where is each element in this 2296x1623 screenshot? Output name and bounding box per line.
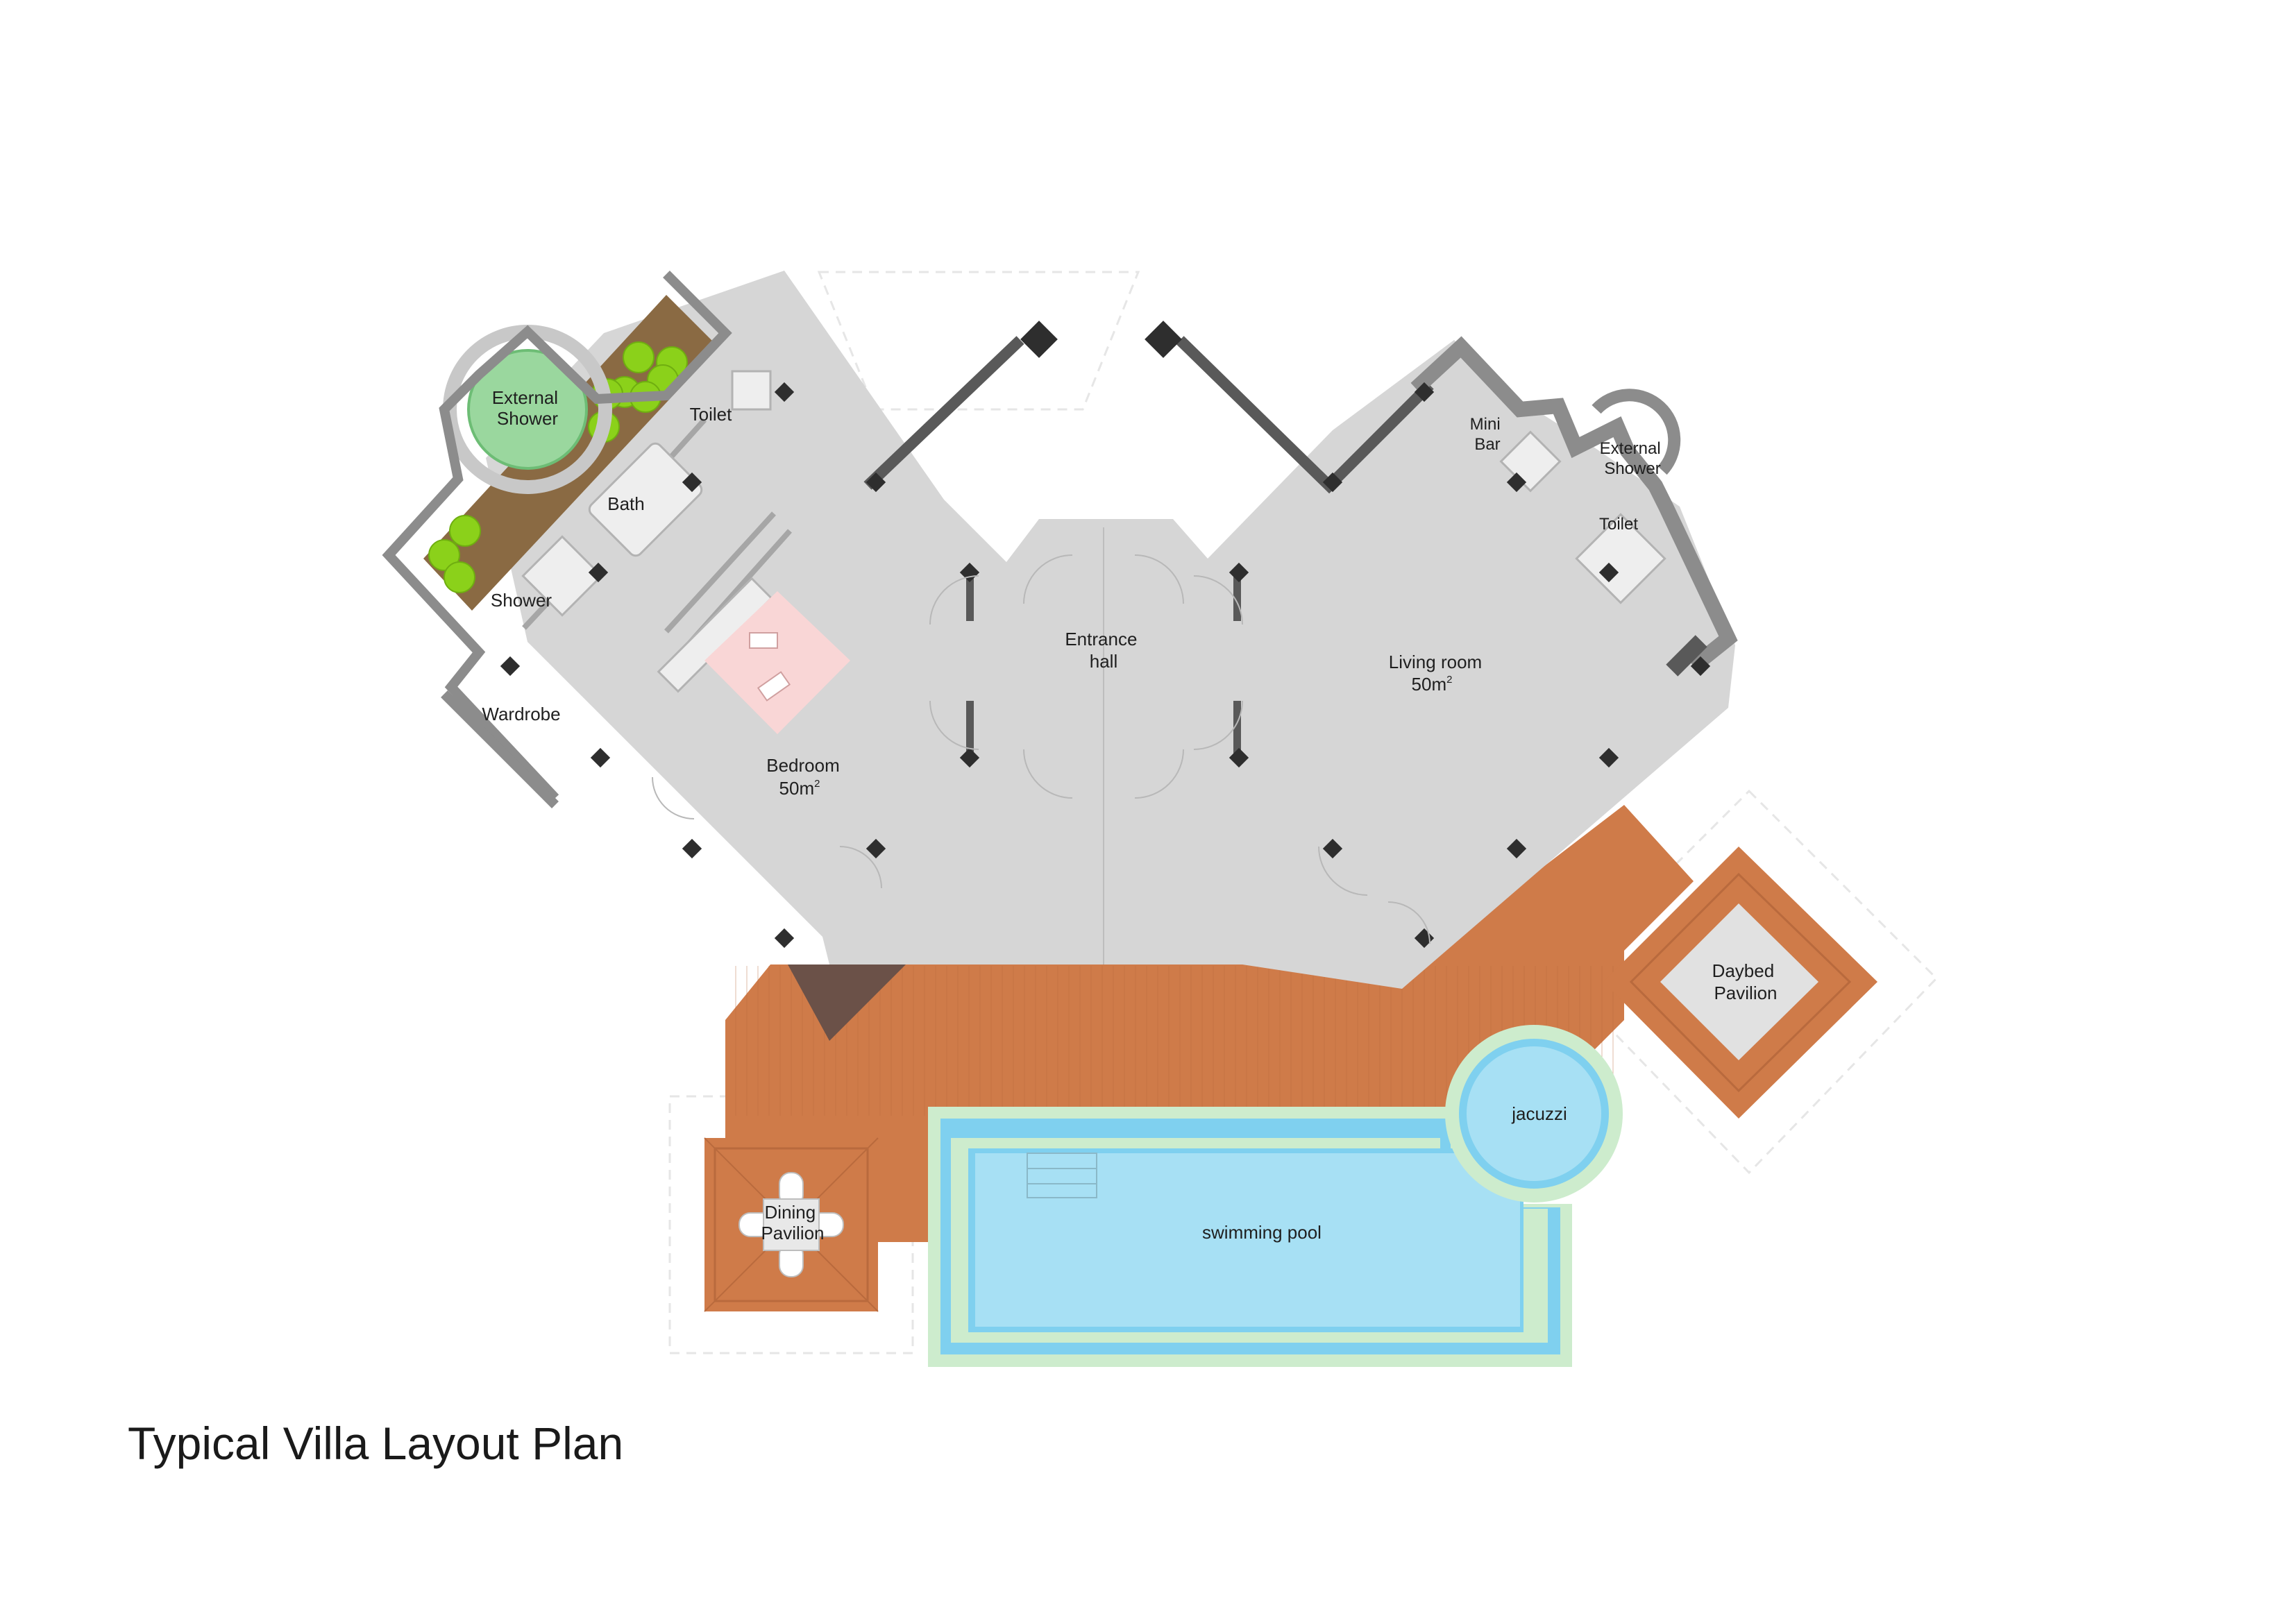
bath-fixtures <box>521 442 773 693</box>
column <box>1322 838 1343 859</box>
column <box>1506 838 1527 859</box>
daybed-pavilion-label: Daybed Pavilion <box>1712 960 1780 1003</box>
door-swings <box>652 554 1430 944</box>
column <box>682 838 702 859</box>
dining-table <box>763 1198 820 1251</box>
room-labels: External Shower Toilet Bath Shower Wardr… <box>482 387 1780 1243</box>
jacuzzi-label: jacuzzi <box>1511 1103 1567 1124</box>
column <box>1690 656 1711 677</box>
bath-label: Bath <box>607 493 645 514</box>
swimming-pool <box>928 1025 1623 1367</box>
pool-water <box>975 1153 1520 1327</box>
column <box>682 472 702 493</box>
bedroom-deck-step <box>788 965 906 1041</box>
plant <box>428 539 460 571</box>
garden-earth <box>423 295 718 611</box>
toilet-left-label: Toilet <box>690 404 732 425</box>
daybed-pavilion <box>1603 847 1877 1119</box>
column <box>959 747 980 768</box>
column <box>774 928 795 949</box>
column <box>1322 472 1343 493</box>
wardrobe-label: Wardrobe <box>482 704 560 724</box>
roof-outlines <box>668 271 1939 1354</box>
deck-surface <box>725 805 1694 1242</box>
plant <box>444 561 475 593</box>
external-shower-left-label: External Shower <box>492 387 564 429</box>
hall-walls <box>966 572 1707 756</box>
bed <box>704 591 850 734</box>
jacuzzi-water <box>1467 1046 1601 1181</box>
bedroom-area-label: 50m2 <box>779 778 820 799</box>
column <box>590 747 611 768</box>
plant <box>623 341 655 373</box>
daybed-pavilion-floor <box>1660 903 1818 1060</box>
pool-steps <box>1027 1153 1097 1198</box>
column <box>866 838 886 859</box>
column <box>588 562 609 583</box>
external-shower-left-pad <box>467 349 588 470</box>
swimming-pool-label: swimming pool <box>1202 1222 1322 1243</box>
column <box>1414 382 1435 402</box>
living-wing-floor <box>1208 340 1735 989</box>
shower-tray <box>521 535 603 617</box>
entrance-hall-floor <box>1006 519 1242 965</box>
living-room-label: Living room <box>1389 652 1482 672</box>
bathroom-garden <box>423 295 718 611</box>
bathtub <box>588 442 703 557</box>
column <box>500 656 521 677</box>
mini-bar-label: Mini Bar <box>1470 415 1505 454</box>
external-shower-right-label: External Shower <box>1600 439 1666 478</box>
column <box>1598 562 1619 583</box>
column <box>1229 747 1249 768</box>
plant <box>449 515 481 547</box>
shower-label: Shower <box>491 590 552 611</box>
dining-pavilion <box>704 1137 879 1312</box>
entrance-stubs <box>1020 321 1182 358</box>
toilet-right-label: Toilet <box>1599 515 1638 534</box>
column <box>1598 747 1619 768</box>
dining-pavilion-label: Dining Pavilion <box>761 1202 824 1243</box>
column <box>1506 472 1527 493</box>
bedroom-label: Bedroom <box>766 755 840 776</box>
column <box>774 382 795 402</box>
living-room-area-label: 50m2 <box>1412 674 1453 695</box>
column <box>1229 562 1249 583</box>
structural-columns <box>500 382 1711 949</box>
page-title: Typical Villa Layout Plan <box>128 1418 624 1469</box>
entrance-hall-label: Entrance hall <box>1065 629 1142 672</box>
column <box>866 472 886 493</box>
